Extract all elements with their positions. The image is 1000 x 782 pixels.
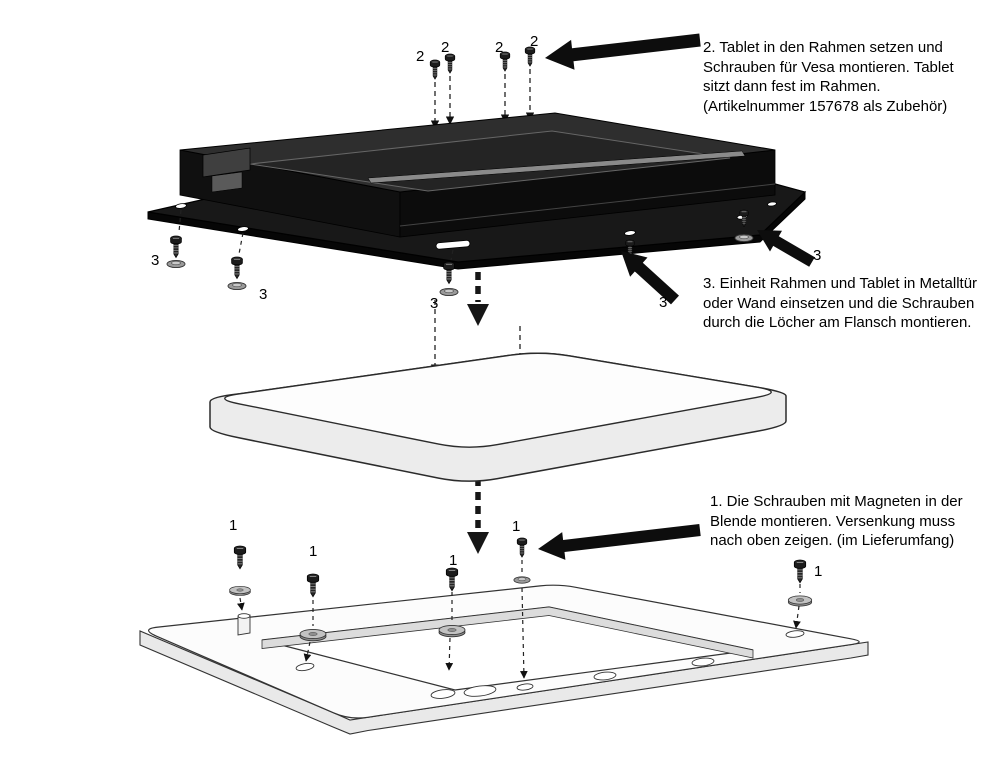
bezel-hole [593,671,617,681]
guide-line [238,232,244,255]
vesa-screw-icon [429,59,441,80]
bezel-frame [139,584,869,735]
assembly-arrows [430,272,525,554]
bezel-hole [295,662,315,672]
grommet-icon [227,281,247,291]
bezel-hole [463,685,497,697]
magnet-screw-icon [233,545,247,570]
bezel-hole [691,657,715,667]
assembly-arrow-lower-head [467,532,489,554]
pointer-arrow-step-3-left [621,251,679,305]
callout-number-magnet: 1 [449,552,458,569]
assembly-arrow-upper-head [467,304,489,326]
callout-number-magnet: 1 [814,563,823,580]
magnet-screw-icon [793,559,807,584]
step-1-instructions: 1. Die Schrauben mit Magneten in der Ble… [710,493,963,549]
magnet-screws [229,537,813,679]
magnet-disc-icon [787,595,813,607]
guide-line [450,249,454,261]
step-pointer-arrows [538,33,815,560]
tablet-frame-unit [147,112,807,270]
corner-notch-step [211,171,243,193]
step-3-instructions: 3. Einheit Rahmen und Tablet in Metalltü… [703,275,978,331]
callout-number-vesa: 2 [416,48,425,65]
bezel-corner-post-top [237,613,251,619]
guide-line [519,587,528,679]
washer-icon [513,576,531,584]
magnet-disc-icon [299,628,327,642]
magnet-screw-icon [306,573,320,598]
corner-notch [202,147,251,178]
bezel-hole [430,689,456,699]
grommet-icon [166,259,186,269]
step-2-instructions: 2. Tablet in den Rahmen setzen und Schra… [703,39,954,115]
callout-number-flange: 3 [659,294,668,311]
callout-number-flange: 3 [430,295,439,312]
guide-line [303,641,312,662]
panel-top-face [224,352,772,448]
flange-hole [175,203,187,209]
callout-number-vesa: 2 [441,39,450,56]
callout-number-flange: 3 [813,247,822,264]
callout-number-magnet: 1 [512,518,521,535]
flange-hole [767,201,777,207]
callout-number-flange: 3 [259,286,268,303]
guide-line [236,597,245,611]
callout-number-flange: 3 [151,252,160,269]
flange-screw-icon [170,235,182,259]
tablet-slot [367,150,746,184]
tablet-panel [209,352,787,482]
guide-line [445,637,454,671]
flange-screw-icon [231,256,243,280]
flange-screws [166,209,754,297]
bezel-hole [785,630,805,638]
callout-number-vesa: 2 [495,39,504,56]
guide-line [793,605,801,629]
magnet-disc-icon [229,585,251,596]
pointer-arrow-step-2 [545,33,701,70]
flange-screw-icon [443,261,455,285]
bezel-inner-wall [261,606,754,659]
callout-number-magnet: 1 [309,543,318,560]
vesa-screws [429,46,536,129]
magnet-screw-icon [516,537,528,558]
grommet-icon [439,287,459,297]
bezel-hole [516,683,534,691]
magnet-screw-icon [445,567,459,592]
callout-number-magnet: 1 [229,517,238,534]
guide-line [178,209,182,233]
flange-hole [237,226,249,232]
magnet-disc-icon [438,624,466,638]
pointer-arrow-step-3-right [757,230,815,267]
flange-hole [624,230,636,236]
tablet-recess [249,130,731,192]
grommet-icon [734,233,754,243]
flange-slot-hole [435,239,471,250]
frame-face-ridge [399,183,776,227]
callout-number-vesa: 2 [530,33,539,50]
vesa-screw-icon [444,53,456,74]
pointer-arrow-step-1 [538,524,701,560]
